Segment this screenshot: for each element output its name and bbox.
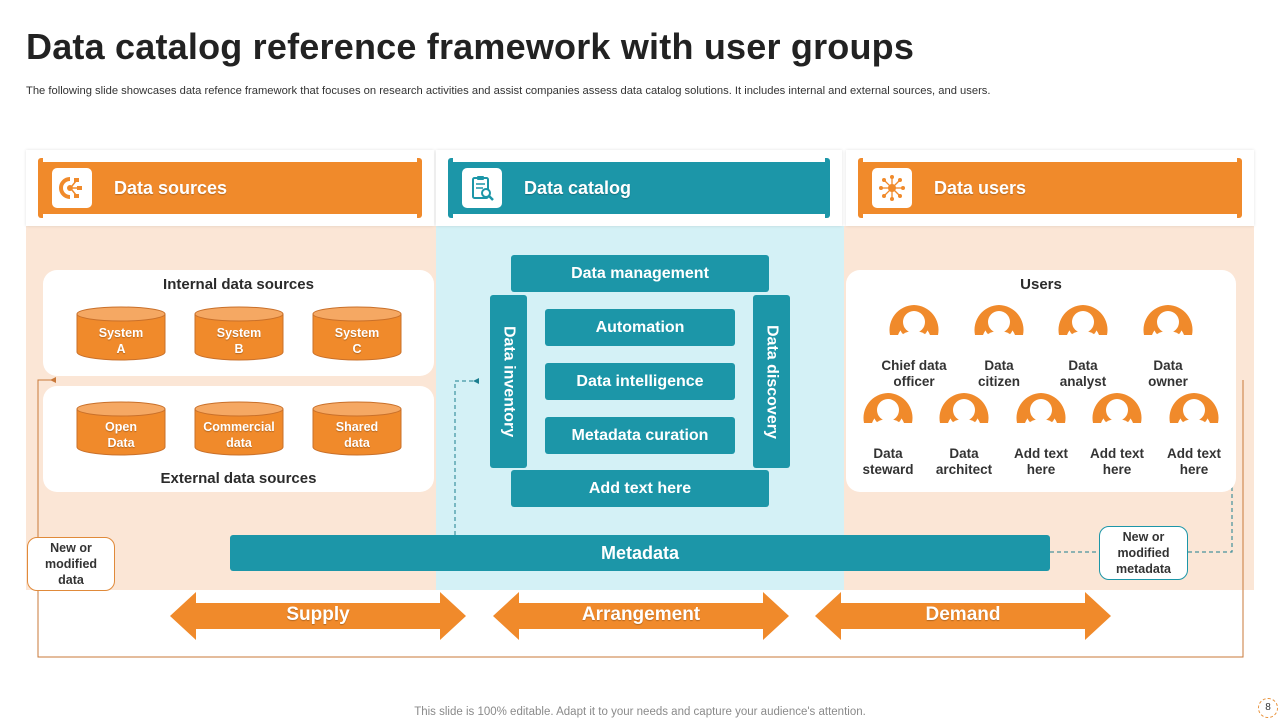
data-inventory-label: Data inventory	[500, 325, 518, 438]
database-icon	[76, 306, 166, 361]
data-inventory-block: Data inventory	[490, 295, 527, 468]
sources-banner: Data sources	[38, 158, 422, 218]
demand-label: Demand	[925, 604, 1001, 625]
sources-header: Data sources	[26, 150, 434, 226]
database-icon	[312, 306, 402, 361]
data-management-block: Data management	[511, 255, 769, 292]
users-title: Users	[1020, 276, 1062, 293]
database-icon	[76, 401, 166, 456]
double-arrow-icon	[493, 592, 789, 640]
gear-network-icon	[52, 168, 92, 208]
users-header: Data users	[846, 150, 1254, 226]
database-icon	[312, 401, 402, 456]
internal-sources-title: Internal data sources	[163, 276, 314, 293]
users-banner: Data users	[858, 158, 1242, 218]
double-arrow-icon	[815, 592, 1111, 640]
user-avatar-icon	[1143, 305, 1193, 349]
footer-note: This slide is 100% editable. Adapt it to…	[414, 706, 866, 718]
users-label: Data users	[934, 177, 1027, 198]
network-hub-icon	[872, 168, 912, 208]
user-avatar-icon	[1058, 305, 1108, 349]
data-discovery-block: Data discovery	[753, 295, 790, 468]
page-subtitle: The following slide showcases data refen…	[26, 85, 991, 97]
clipboard-search-icon	[462, 168, 502, 208]
catalog-banner: Data catalog	[448, 158, 830, 218]
metadata-curation-block: Metadata curation	[545, 417, 735, 454]
sources-label: Data sources	[114, 177, 228, 198]
arrangement-label: Arrangement	[581, 604, 701, 625]
automation-block: Automation	[545, 309, 735, 346]
page-title: Data catalog reference framework with us…	[26, 26, 915, 67]
catalog-bottom-block: Add text here	[511, 470, 769, 507]
double-arrow-icon	[170, 592, 466, 640]
user-avatar-icon	[974, 305, 1024, 349]
supply-label: Supply	[286, 604, 350, 625]
user-avatar-icon	[1016, 393, 1066, 437]
catalog-label: Data catalog	[524, 177, 632, 198]
database-icon	[194, 401, 284, 456]
user-avatar-icon	[1169, 393, 1219, 437]
catalog-header: Data catalog	[436, 150, 842, 226]
user-avatar-icon	[939, 393, 989, 437]
metadata-bar: Metadata	[230, 535, 1050, 571]
supply-arrow: Supply	[170, 592, 466, 640]
data-intelligence-block: Data intelligence	[545, 363, 735, 400]
user-avatar-icon	[863, 393, 913, 437]
data-discovery-label: Data discovery	[763, 324, 781, 439]
external-sources-title: External data sources	[160, 470, 317, 487]
database-icon	[194, 306, 284, 361]
page-number: 8	[1258, 698, 1278, 718]
arrangement-arrow: Arrangement	[493, 592, 789, 640]
demand-arrow: Demand	[815, 592, 1111, 640]
user-avatar-icon	[889, 305, 939, 349]
user-avatar-icon	[1092, 393, 1142, 437]
